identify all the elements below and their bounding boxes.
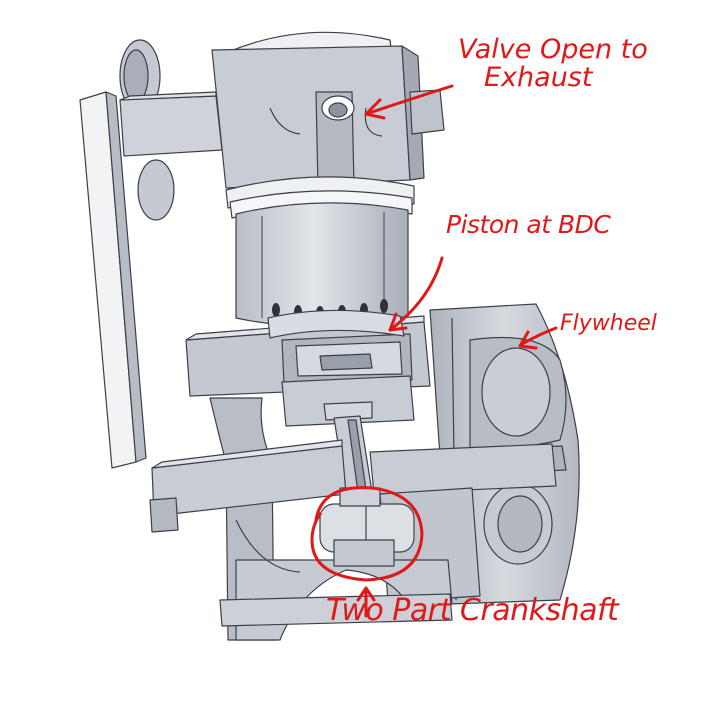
valve-annotation-line2: Exhaust — [484, 62, 593, 94]
piston-arrow — [388, 256, 444, 332]
crankshaft-arrow — [356, 586, 376, 618]
crankshaft — [319, 487, 415, 567]
valve-annotation-line1: Valve Open to — [458, 34, 648, 65]
valve-block — [119, 45, 445, 189]
flywheel-arrow — [518, 326, 558, 350]
cylinder — [235, 202, 409, 328]
piston-annotation: Piston at BDC — [446, 210, 611, 239]
valve-annotation: Valve Open to Exhaust — [458, 34, 648, 94]
crankcase-lower — [149, 397, 557, 641]
crankshaft-circle — [310, 486, 424, 582]
side-lever-arm — [79, 39, 175, 469]
flywheel-annotation: Flywheel — [560, 311, 657, 336]
piston — [267, 309, 415, 427]
crankshaft-annotation: Two Part Crankshaft — [326, 593, 619, 628]
valve-arrow — [364, 84, 454, 120]
